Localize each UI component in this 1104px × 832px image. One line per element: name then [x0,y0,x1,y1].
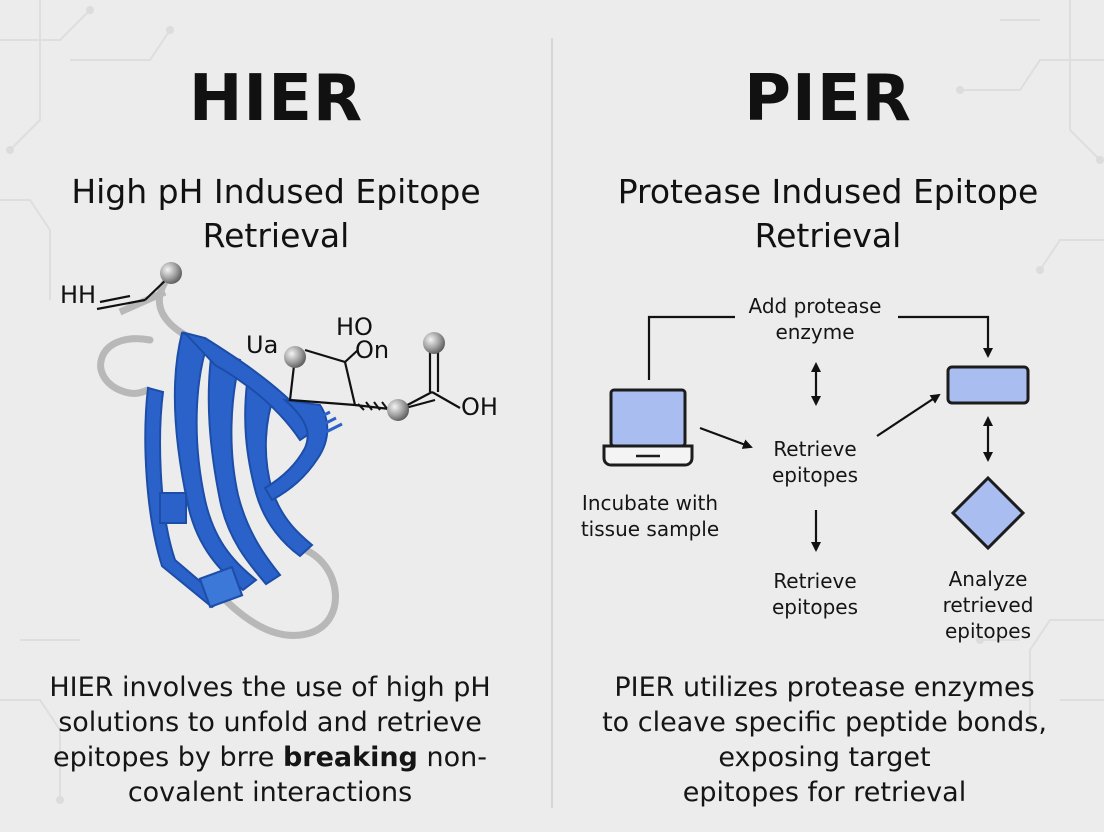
hier-desc-line3: epitopes by brre breaking non- [0,740,540,775]
pier-title: PIER [744,62,912,136]
flow-label-add-protease: Add protease enzyme [730,293,900,345]
beta-strand-2 [173,331,258,592]
pier-subtitle-line2: Retrieval [754,216,902,255]
hier-description: HIER involves the use of high pH solutio… [0,670,540,810]
atom-sphere-4 [387,399,409,421]
pier-desc-line4: epitopes for retrieval [682,777,967,808]
beta-strand-6 [263,398,329,502]
flow-label-incubate-2: tissue sample [580,517,720,541]
flow-label-retrieve-low-2: epitopes [771,595,859,619]
arrow-laptop-retrieve [699,426,753,449]
laptop-icon [602,388,694,467]
atom-sphere-2 [284,346,306,368]
flow-label-add-protease-2: enzyme [775,320,855,344]
flow-label-retrieve-mid: Retrieve epitopes [745,436,885,488]
arrow-retrieve-box [876,393,941,437]
process-box [946,365,1030,405]
hier-subtitle: High pH Indused Epitope Retrieval [0,170,552,258]
atom-sphere-3 [423,332,445,354]
hier-desc-line1: HIER involves the use of high pH [49,672,491,703]
chem-label-ua: Ua [246,331,279,359]
beta-strand-3 [207,348,282,586]
connector-laptop-up [647,315,735,380]
strand-block-1 [159,492,187,524]
beta-strand-4 [244,373,314,558]
flow-label-incubate-1: Incubate with [581,491,719,515]
flow-label-incubate: Incubate with tissue sample [565,490,735,542]
flow-label-retrieve-mid-1: Retrieve [773,437,857,461]
protein-loop-left [97,335,154,397]
flow-label-analyze: Analyze retrieved epitopes [918,566,1058,644]
pier-desc-line2: to cleave specific peptide bonds, [602,707,1047,738]
chem-label-ho: HO [336,313,373,341]
pier-subtitle: Protease Indused Epitope Retrieval [552,170,1104,258]
strand-block-2 [198,565,244,609]
hier-desc-line3-b: non- [417,742,487,773]
flow-label-analyze-2: retrieved [942,593,1034,617]
atom-sphere-1 [160,262,182,284]
hier-subtitle-line2: Retrieval [202,216,350,255]
pier-subtitle-line1: Protease Indused Epitope [617,172,1039,211]
chem-label-hh: HH [60,281,97,309]
flow-label-add-protease-1: Add protease [748,294,882,318]
connector-top-right [898,315,993,358]
hier-desc-line2: solutions to unfold and retrieve [58,707,482,738]
pier-desc-line1: PIER utilizes protease enzymes [614,672,1035,703]
pier-description: PIER utilizes protease enzymes to cleave… [552,670,1097,810]
chem-label-on: On [355,336,390,364]
flow-label-retrieve-mid-2: epitopes [771,463,859,487]
chem-label-oh: OH [461,393,498,421]
flow-label-retrieve-low-1: Retrieve [773,569,857,593]
flow-label-retrieve-low: Retrieve epitopes [745,568,885,620]
flow-label-analyze-3: epitopes [944,619,1032,643]
hier-subtitle-line1: High pH Indused Epitope [71,172,481,211]
protein-link-top [118,288,167,316]
hier-title: HIER [188,62,364,136]
hier-desc-line3-bold: breaking [282,742,418,773]
flow-label-analyze-1: Analyze [948,567,1028,591]
center-divider [551,38,553,808]
pier-desc-line3: exposing target [718,742,931,773]
hier-desc-line3-a: epitopes by brre [53,742,283,773]
decision-diamond [950,475,1026,551]
hier-desc-line4: covalent interactions [127,777,413,808]
protein-loop-bottom [211,544,339,639]
